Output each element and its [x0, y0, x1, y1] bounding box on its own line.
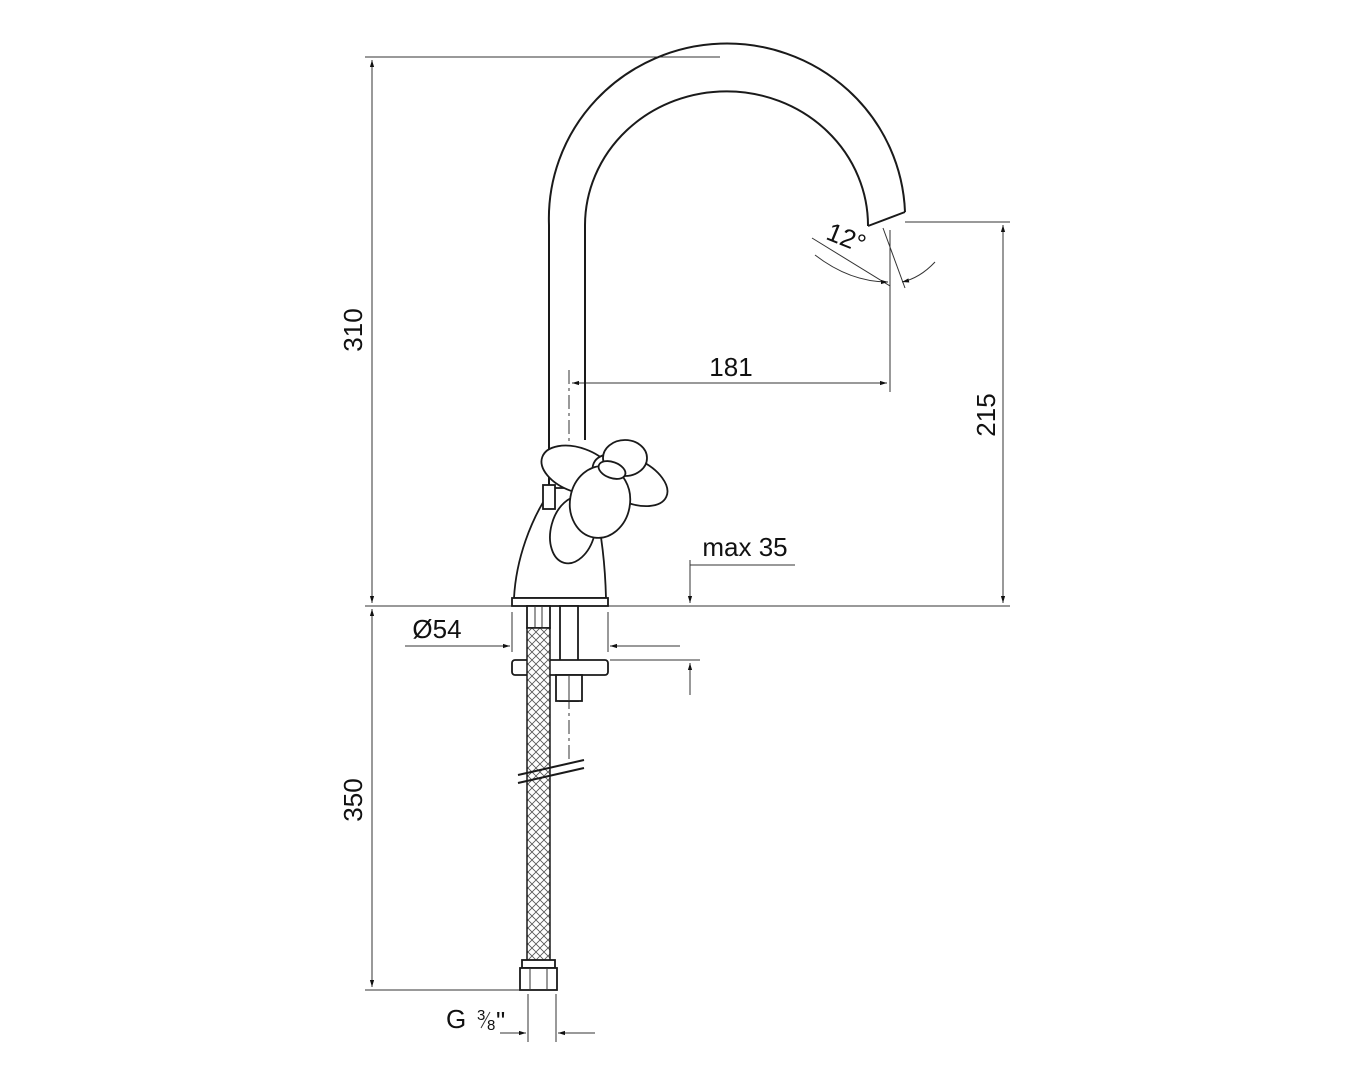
dimension-lines: [369, 60, 1006, 1036]
dim-spout-height: 215: [971, 393, 1001, 436]
dim-base-diameter: Ø54: [412, 614, 461, 644]
thread-letter: G: [446, 1004, 466, 1034]
dim-spout-angle: 12°: [823, 216, 871, 259]
flexible-hose: [517, 627, 585, 991]
dim-total-height: 310: [338, 308, 368, 351]
cross-handle: [540, 439, 669, 565]
extension-lines: [365, 56, 1010, 1042]
thread-numerator: 3: [477, 1007, 485, 1024]
spout: [547, 42, 906, 490]
dim-hose-length: 350: [338, 778, 368, 821]
dim-thread: G 3 8 ": [446, 1004, 505, 1036]
dim-spout-reach: 181: [709, 352, 752, 382]
thread-inch: ": [496, 1006, 505, 1036]
thread-denominator: 8: [487, 1017, 495, 1034]
dim-max-deck: max 35: [702, 532, 787, 562]
